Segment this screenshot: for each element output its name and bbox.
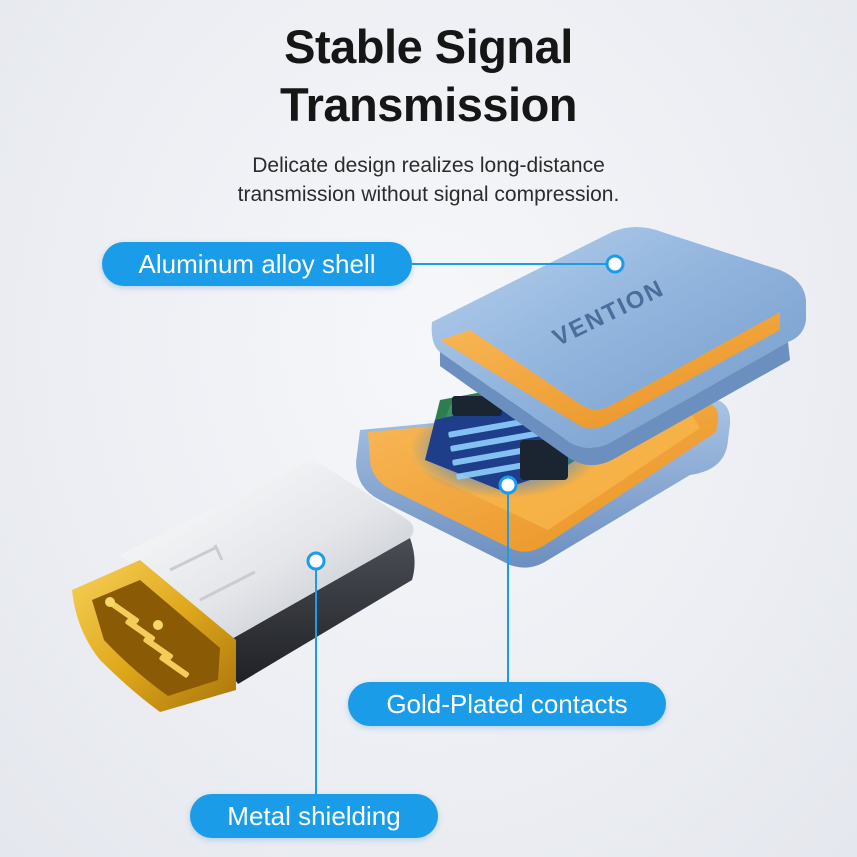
title-line-1: Stable Signal: [284, 20, 573, 73]
callout-lines: [315, 263, 608, 794]
callout-dots: [306, 254, 625, 571]
callout-gold-contacts: Gold-Plated contacts: [348, 682, 666, 726]
callout-metal-shielding: Metal shielding: [190, 794, 438, 838]
title-line-2: Transmission: [280, 78, 578, 131]
metal-connector: [72, 462, 415, 712]
callout-aluminum-shell: Aluminum alloy shell: [102, 242, 412, 286]
page-title: Stable Signal Transmission: [0, 18, 857, 134]
subtitle-line-2: transmission without signal compression.: [237, 183, 620, 206]
page-subtitle: Delicate design realizes long-distance t…: [0, 151, 857, 209]
upper-shell: VENTION: [431, 227, 806, 466]
subtitle-line-1: Delicate design realizes long-distance: [252, 154, 605, 177]
